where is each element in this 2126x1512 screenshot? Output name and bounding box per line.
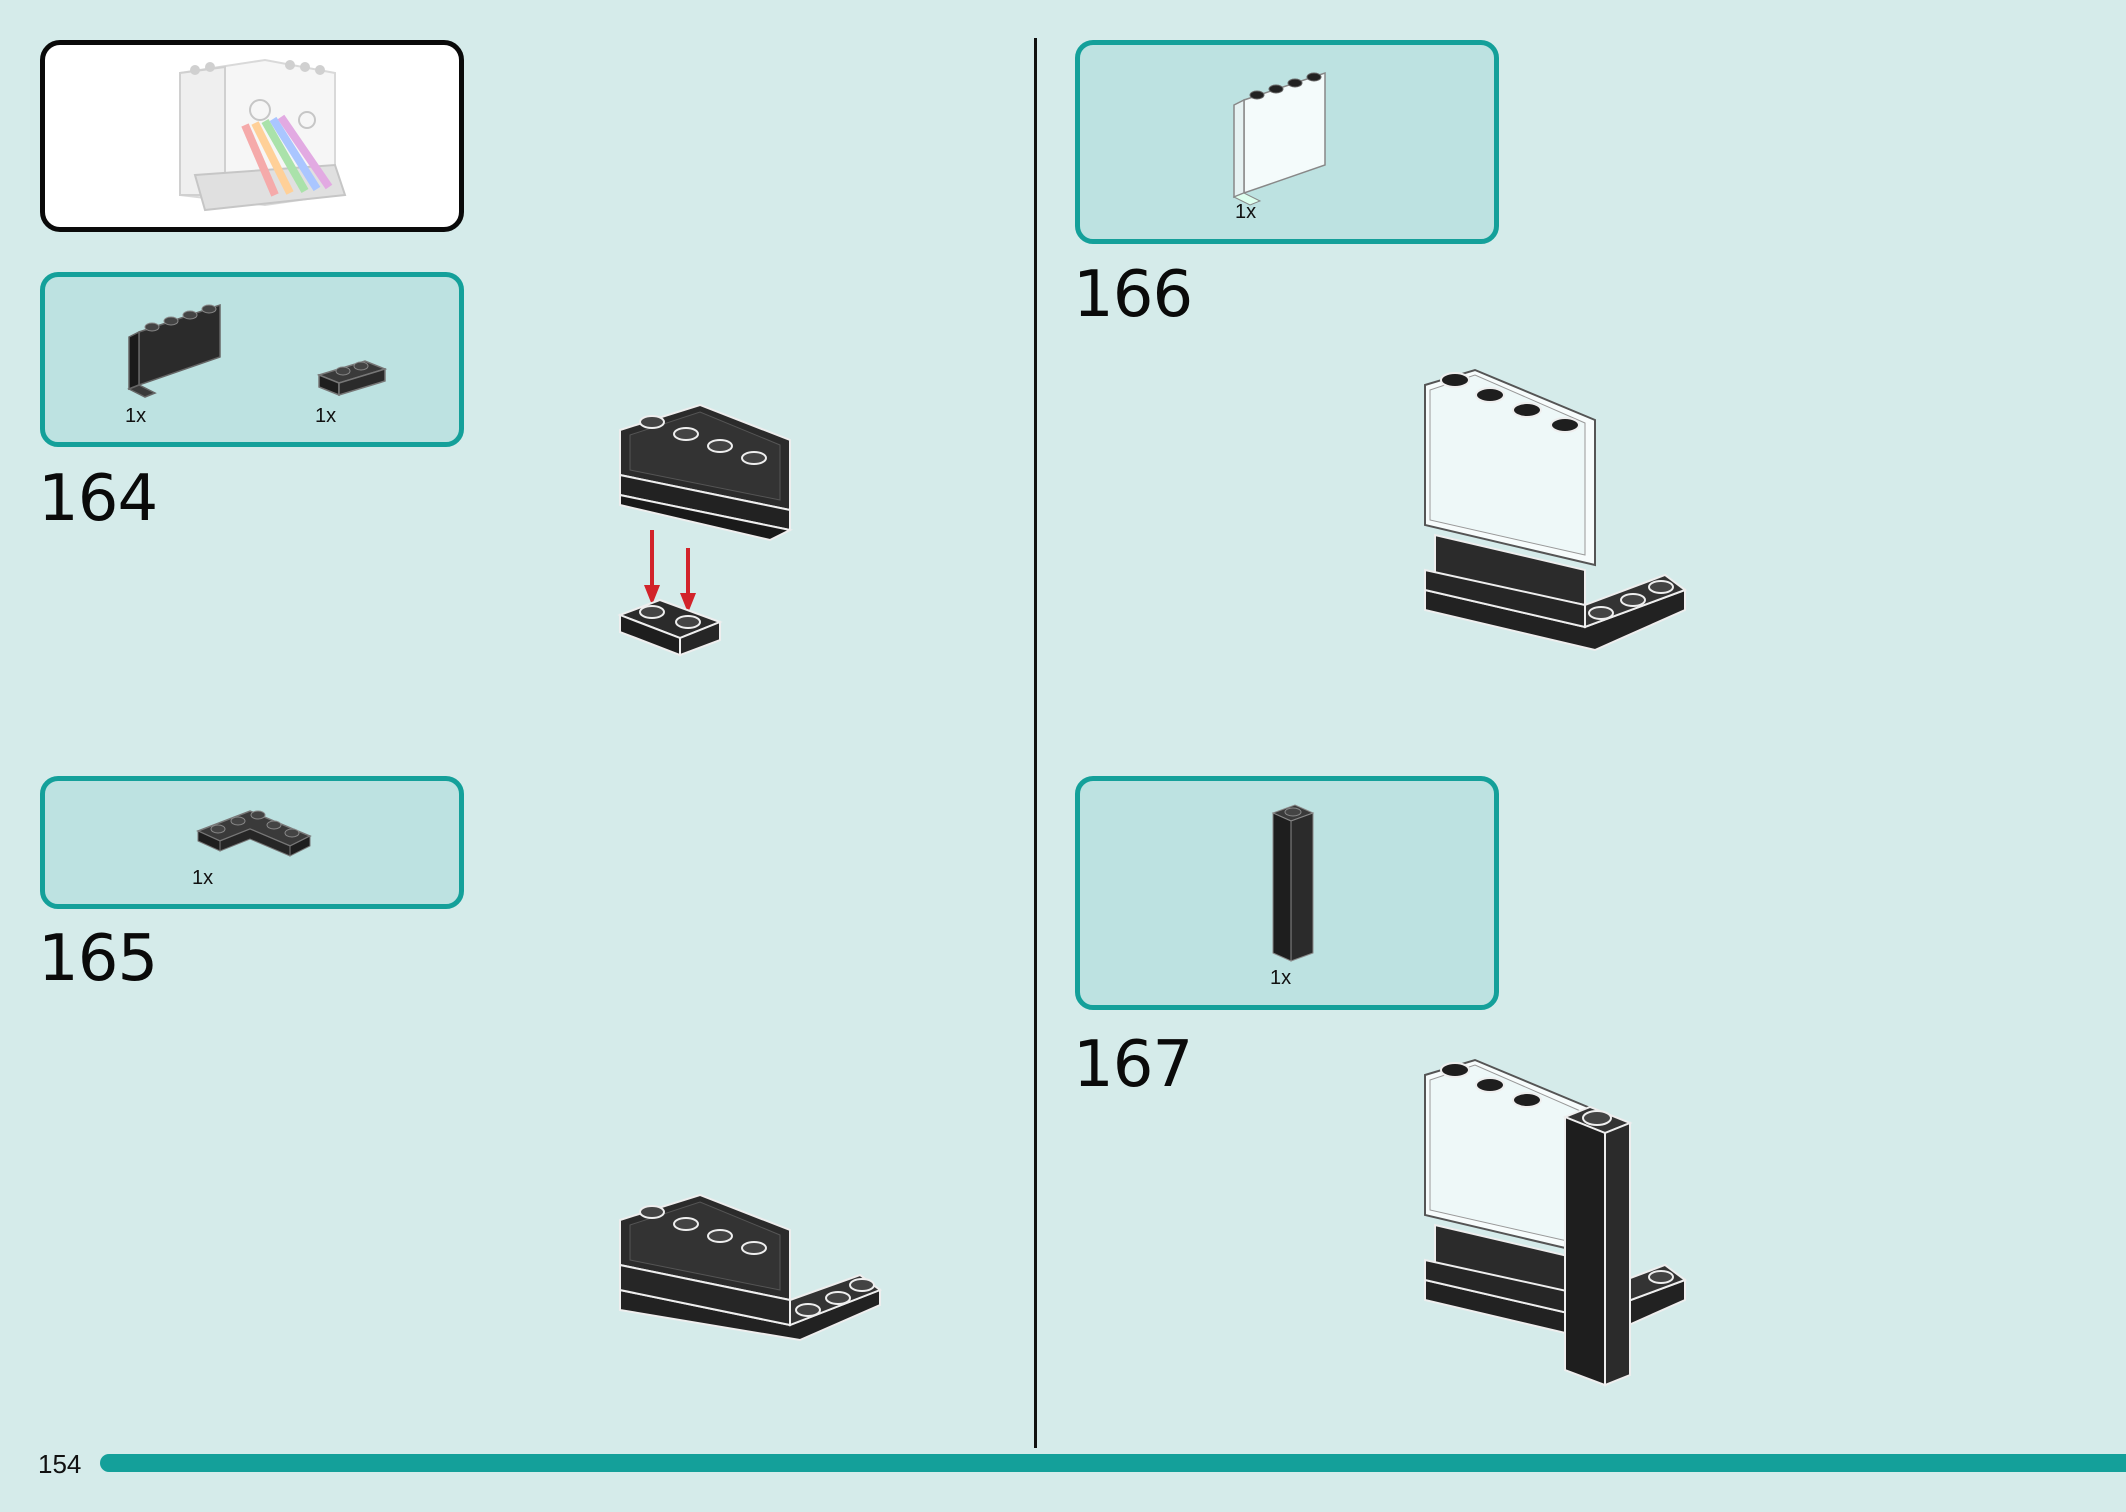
step-number: 164 [38,462,158,536]
step-165-parts-box: 1x [40,776,464,909]
down-arrow-icon [644,530,696,613]
progress-bar [100,1454,2126,1472]
black-corner-plate-icon [196,810,312,857]
part-qty-label: 1x [1235,201,1257,223]
step-number: 166 [1073,258,1193,332]
step-number: 167 [1073,1028,1193,1102]
part-qty-label: 1x [315,405,337,427]
page-divider [1034,38,1037,1448]
step-167-parts-box: 1x [1075,776,1499,1010]
step-167-assembly-illustration [1424,1058,1688,1387]
page-number: 154 [38,1449,82,1479]
black-brick-1x1-tall-icon [1271,804,1315,962]
step-164-assembly-illustration [617,403,794,657]
black-plate-1x2-icon [316,360,388,397]
transparent-panel-1x4-icon [1232,71,1326,206]
model-overview-box [40,40,464,232]
step-165-assembly-illustration [619,1193,883,1342]
step-166-parts-box: 1x [1075,40,1499,244]
part-qty-label: 1x [1270,967,1292,989]
step-number: 165 [38,922,158,996]
black-panel-1x4-icon [127,303,221,398]
step-164-parts-box: 1x 1x [40,272,464,447]
part-qty-label: 1x [125,405,147,427]
part-qty-label: 1x [192,867,214,889]
completed-model-preview-icon [179,58,347,212]
step-166-assembly-illustration [1424,368,1688,652]
